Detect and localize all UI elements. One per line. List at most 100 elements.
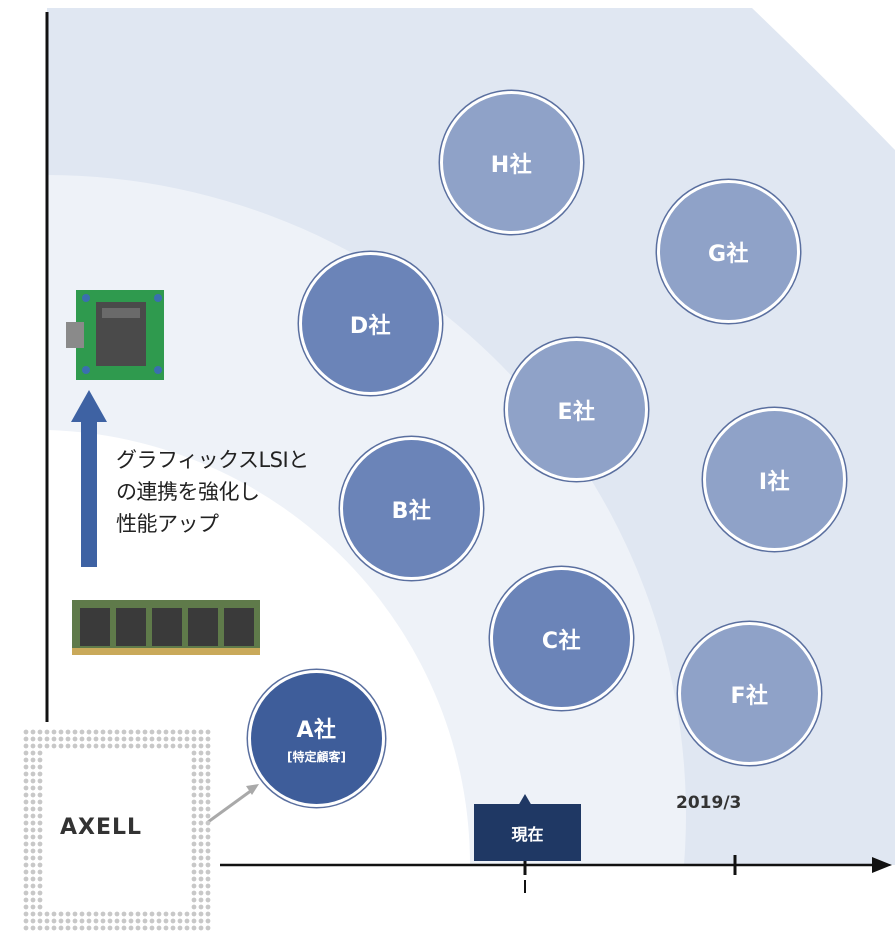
logo-frame-dot	[108, 912, 113, 917]
logo-frame-dot	[206, 912, 211, 917]
logo-frame-dot	[24, 898, 29, 903]
logo-frame-dot	[31, 912, 36, 917]
logo-frame-dot	[192, 884, 197, 889]
logo-frame-dot	[206, 772, 211, 777]
logo-frame-dot	[192, 821, 197, 826]
logo-frame-dot	[108, 744, 113, 749]
axell-logo-text: AXELL	[60, 815, 142, 840]
logo-frame-dot	[171, 919, 176, 924]
logo-frame-dot	[115, 744, 120, 749]
logo-frame-dot	[59, 744, 64, 749]
logo-frame-dot	[185, 919, 190, 924]
logo-frame-dot	[24, 891, 29, 896]
logo-frame-dot	[101, 737, 106, 742]
logo-frame-dot	[24, 884, 29, 889]
logo-frame-dot	[52, 744, 57, 749]
logo-frame-dot	[87, 730, 92, 735]
logo-frame-dot	[171, 744, 176, 749]
logo-frame-dot	[150, 730, 155, 735]
logo-frame-dot	[206, 786, 211, 791]
logo-frame-dot	[31, 849, 36, 854]
logo-frame-dot	[38, 891, 43, 896]
logo-frame-dot	[199, 856, 204, 861]
logo-frame-dot	[24, 919, 29, 924]
logo-frame-dot	[136, 737, 141, 742]
logo-frame-dot	[101, 744, 106, 749]
logo-frame-dot	[38, 758, 43, 763]
logo-frame-dot	[38, 905, 43, 910]
logo-frame-dot	[24, 737, 29, 742]
logo-frame-dot	[73, 744, 78, 749]
logo-frame-dot	[122, 926, 127, 931]
logo-frame-dot	[31, 814, 36, 819]
logo-frame-dot	[94, 737, 99, 742]
logo-frame-dot	[80, 912, 85, 917]
logo-frame-dot	[38, 863, 43, 868]
logo-frame-dot	[157, 912, 162, 917]
logo-frame-dot	[24, 905, 29, 910]
logo-frame-dot	[192, 786, 197, 791]
logo-frame-dot	[143, 919, 148, 924]
logo-frame-dot	[87, 912, 92, 917]
logo-frame-dot	[73, 730, 78, 735]
logo-frame-dot	[157, 737, 162, 742]
logo-frame-dot	[143, 737, 148, 742]
logo-frame-dot	[115, 730, 120, 735]
logo-frame-dot	[185, 730, 190, 735]
logo-frame-dot	[31, 751, 36, 756]
logo-frame-dot	[192, 751, 197, 756]
logo-frame-dot	[192, 793, 197, 798]
logo-frame-dot	[136, 912, 141, 917]
logo-frame-dot	[38, 835, 43, 840]
logo-frame-dot	[80, 730, 85, 735]
logo-frame-dot	[31, 793, 36, 798]
logo-frame-dot	[199, 786, 204, 791]
logo-frame-dot	[24, 870, 29, 875]
logo-frame-dot	[73, 912, 78, 917]
logo-frame-dot	[38, 751, 43, 756]
logo-frame-dot	[136, 730, 141, 735]
logo-frame-dot	[192, 842, 197, 847]
logo-frame-dot	[122, 744, 127, 749]
logo-frame-dot	[129, 744, 134, 749]
logo-frame-dot	[199, 926, 204, 931]
logo-frame-dot	[178, 912, 183, 917]
logo-frame-dot	[101, 919, 106, 924]
company-circle-d: D社	[299, 252, 442, 395]
logo-frame-dot	[122, 737, 127, 742]
logo-frame-dot	[199, 849, 204, 854]
logo-frame-dot	[31, 898, 36, 903]
logo-frame-dot	[199, 758, 204, 763]
logo-frame-dot	[199, 842, 204, 847]
company-label: D社	[350, 308, 391, 340]
graphics-board-image	[66, 290, 166, 382]
logo-frame-dot	[192, 828, 197, 833]
logo-frame-dot	[52, 926, 57, 931]
logo-frame-dot	[24, 863, 29, 868]
logo-frame-dot	[192, 877, 197, 882]
logo-frame-dot	[38, 898, 43, 903]
logo-frame-dot	[38, 849, 43, 854]
logo-frame-dot	[45, 926, 50, 931]
logo-frame-dot	[199, 751, 204, 756]
now-label: 現在	[511, 821, 543, 845]
logo-frame-dot	[59, 919, 64, 924]
logo-frame-dot	[192, 758, 197, 763]
logo-frame-dot	[178, 737, 183, 742]
logo-frame-dot	[66, 912, 71, 917]
logo-frame-dot	[108, 737, 113, 742]
logo-frame-dot	[192, 779, 197, 784]
caption-line: の連携を強化し	[116, 476, 316, 508]
logo-frame-dot	[129, 912, 134, 917]
logo-frame-dot	[192, 730, 197, 735]
logo-frame-dot	[199, 891, 204, 896]
logo-frame-dot	[129, 919, 134, 924]
logo-frame-dot	[192, 870, 197, 875]
logo-frame-dot	[206, 863, 211, 868]
logo-frame-dot	[31, 884, 36, 889]
logo-frame-dot	[31, 919, 36, 924]
company-circle-i: I社	[703, 408, 846, 551]
logo-frame-dot	[31, 730, 36, 735]
logo-frame-dot	[38, 877, 43, 882]
logo-frame-dot	[192, 814, 197, 819]
